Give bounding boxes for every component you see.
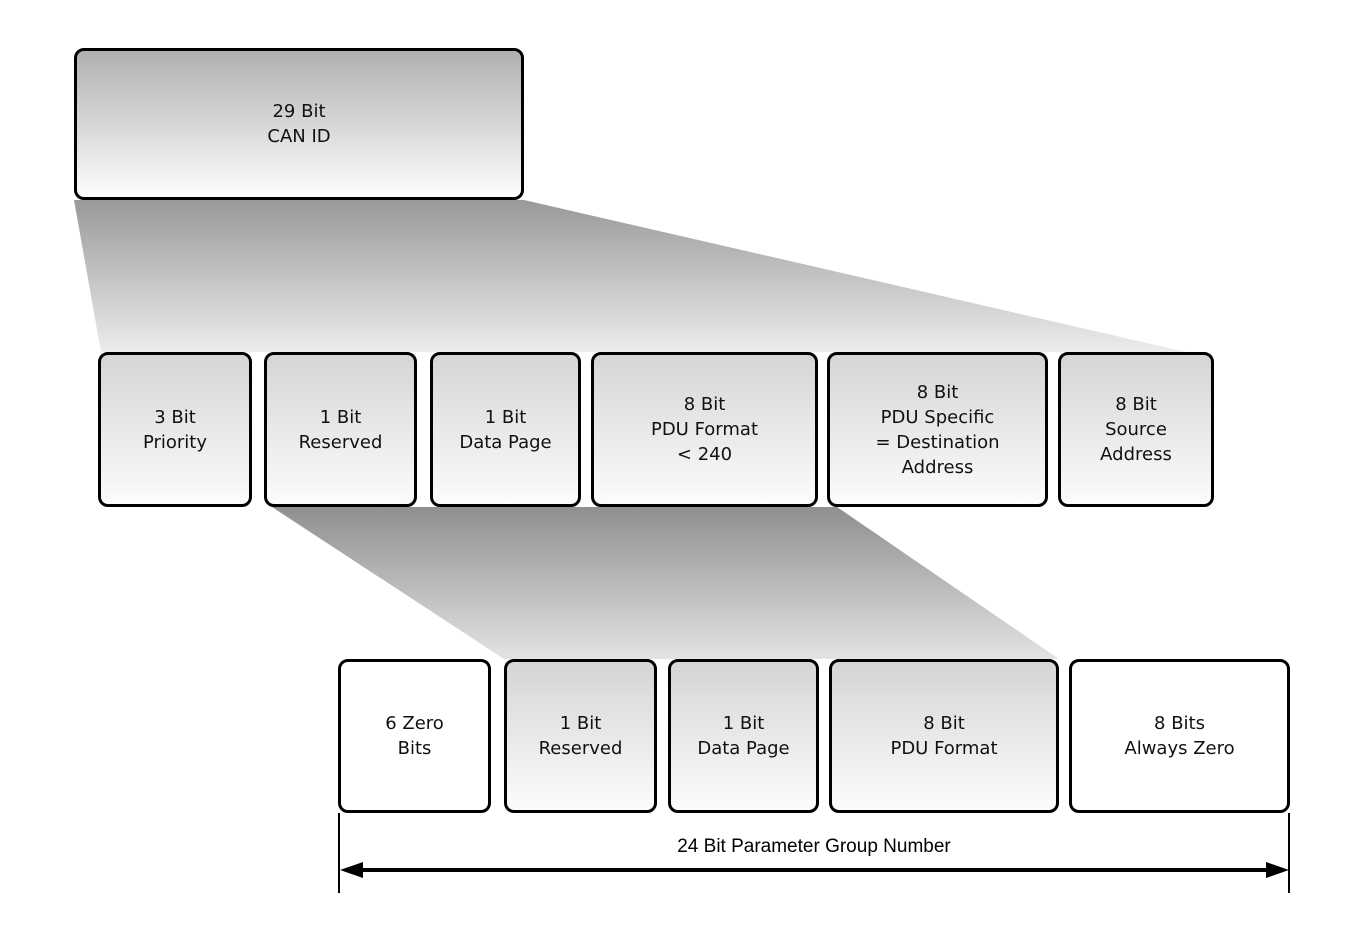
extent-line-right bbox=[1288, 813, 1290, 893]
box-always-zero: 8 Bits Always Zero bbox=[1069, 659, 1290, 813]
box-label: 1 Bit Data Page bbox=[459, 406, 552, 453]
box-source-address: 8 Bit Source Address bbox=[1058, 352, 1214, 507]
box-label: 8 Bit PDU Specific = Destination Address bbox=[875, 381, 1000, 478]
box-priority: 3 Bit Priority bbox=[98, 352, 252, 507]
box-label: 3 Bit Priority bbox=[142, 406, 208, 453]
box-reserved-pgn: 1 Bit Reserved bbox=[504, 659, 657, 813]
box-label: 8 Bit PDU Format < 240 bbox=[650, 394, 759, 465]
arrowhead-right-icon bbox=[1266, 862, 1289, 878]
box-data-page: 1 Bit Data Page bbox=[430, 352, 581, 507]
shadow-top-to-middle bbox=[74, 200, 1186, 352]
box-reserved: 1 Bit Reserved bbox=[264, 352, 417, 507]
box-label: 29 Bit CAN ID bbox=[267, 101, 331, 147]
box-label: 8 Bit Source Address bbox=[1100, 394, 1172, 465]
box-data-page-pgn: 1 Bit Data Page bbox=[668, 659, 819, 813]
pgn-dimension-label: 24 Bit Parameter Group Number bbox=[677, 836, 951, 857]
box-label: 8 Bit PDU Format bbox=[890, 713, 998, 759]
box-pdu-format: 8 Bit PDU Format < 240 bbox=[591, 352, 818, 507]
box-29-bit-can-id: 29 Bit CAN ID bbox=[74, 48, 524, 200]
box-label: 1 Bit Data Page bbox=[697, 713, 790, 759]
extent-line-left bbox=[338, 813, 340, 893]
box-pdu-specific: 8 Bit PDU Specific = Destination Address bbox=[827, 352, 1048, 507]
box-pdu-format-pgn: 8 Bit PDU Format bbox=[829, 659, 1059, 813]
arrowhead-left-icon bbox=[340, 862, 363, 878]
shadow-middle-to-bottom bbox=[272, 507, 1059, 659]
dimension-line bbox=[355, 868, 1273, 872]
box-label: 6 Zero Bits bbox=[385, 713, 444, 759]
box-label: 1 Bit Reserved bbox=[298, 406, 383, 453]
box-six-zero-bits: 6 Zero Bits bbox=[338, 659, 491, 813]
box-label: 8 Bits Always Zero bbox=[1124, 713, 1235, 759]
box-label: 1 Bit Reserved bbox=[538, 713, 623, 759]
